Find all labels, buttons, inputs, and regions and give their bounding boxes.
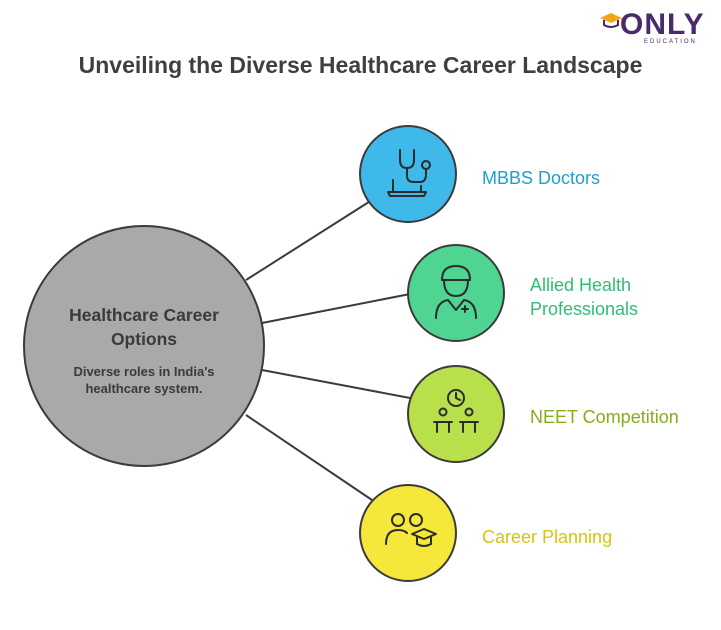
center-title: Healthcare Career Options bbox=[69, 305, 219, 349]
page-title: Unveiling the Diverse Healthcare Career … bbox=[78, 52, 643, 78]
brand-logo: ONLY EDUCATION bbox=[598, 6, 708, 48]
connector-mbbs bbox=[245, 199, 373, 281]
logo-subtext: EDUCATION bbox=[644, 39, 697, 45]
branch-node-career bbox=[359, 484, 457, 582]
exam-timer-icon bbox=[433, 389, 479, 433]
graduation-cap-icon bbox=[600, 13, 623, 28]
branch-label-neet: NEET Competition bbox=[530, 407, 679, 427]
center-description: Diverse roles in India's healthcare syst… bbox=[73, 364, 215, 396]
branch-node-allied bbox=[407, 244, 505, 342]
branch-label-mbbs: MBBS Doctors bbox=[482, 168, 601, 188]
connector-allied bbox=[261, 293, 411, 324]
connector-neet bbox=[261, 369, 411, 399]
stethoscope-laptop-icon bbox=[387, 149, 431, 197]
connector-career bbox=[245, 414, 373, 501]
logo-text: ONLY bbox=[620, 8, 705, 41]
branch-node-mbbs bbox=[359, 125, 457, 223]
branch-label-career: Career Planning bbox=[482, 527, 613, 547]
branch-node-neet bbox=[407, 365, 505, 463]
graduates-icon bbox=[385, 513, 437, 547]
nurse-icon bbox=[435, 265, 477, 319]
center-node bbox=[23, 225, 265, 467]
branch-label-allied: Allied Health Professionals bbox=[530, 275, 639, 319]
